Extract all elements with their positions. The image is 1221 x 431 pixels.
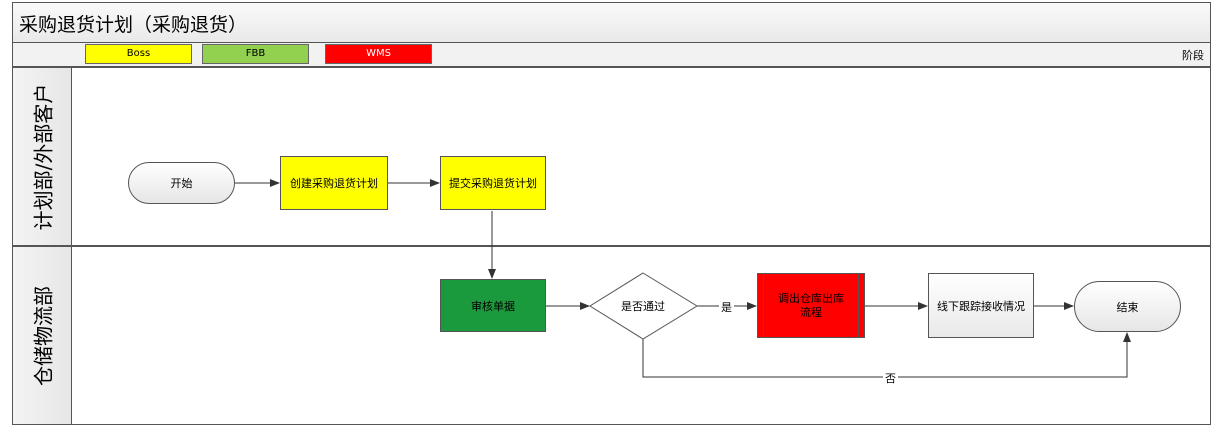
decision-node: 是否通过 xyxy=(621,300,665,313)
edge-label-yes: 是 xyxy=(719,299,734,315)
diagram-title: 采购退货计划（采购退货） xyxy=(19,14,248,36)
edge-label-no: 否 xyxy=(883,370,898,386)
start-node: 开始 xyxy=(128,162,235,204)
phase-label: 阶段 xyxy=(1182,49,1204,62)
lane-header-warehouse: 仓储物流部 xyxy=(12,246,72,425)
lane-warehouse xyxy=(72,246,1211,425)
phase-row: Boss FBB WMS 阶段 xyxy=(12,43,1211,67)
lane-header-planning: 计划部/外部客户 xyxy=(12,67,72,246)
legend-fbb: FBB xyxy=(202,44,309,64)
end-node: 结束 xyxy=(1074,281,1181,332)
warehouse-out-node: 调出仓库出库流程 xyxy=(757,273,865,338)
create-plan-node: 创建采购退货计划 xyxy=(280,156,388,210)
warehouse-out-label: 调出仓库出库流程 xyxy=(778,291,844,319)
lane-planning xyxy=(72,67,1211,246)
review-node: 审核单据 xyxy=(440,279,546,332)
offline-track-node: 线下跟踪接收情况 xyxy=(928,273,1034,338)
legend-wms: WMS xyxy=(325,44,432,64)
submit-plan-node: 提交采购退货计划 xyxy=(440,156,546,210)
legend-boss: Boss xyxy=(85,44,192,64)
title-bar: 采购退货计划（采购退货） xyxy=(12,2,1211,43)
